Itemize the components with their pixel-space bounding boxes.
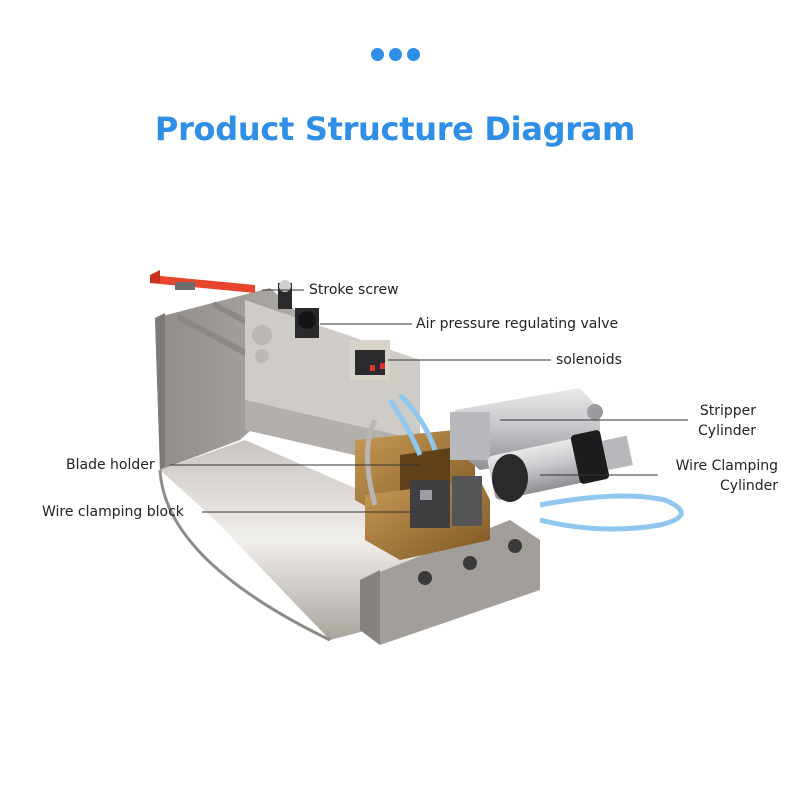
label-stripper-cylinder: Stripper Cylinder <box>660 402 756 440</box>
label-wire-clamping-cylinder: Wire Clamping Cylinder <box>640 457 778 495</box>
label-line: Cylinder <box>698 423 756 439</box>
label-line: Stripper <box>699 403 756 419</box>
label-line: Cylinder <box>720 478 778 494</box>
dot <box>407 48 420 61</box>
page-title: Product Structure Diagram <box>154 110 636 148</box>
label-stroke-screw: Stroke screw <box>309 282 399 298</box>
wire-clamping-cylinder-part <box>487 430 633 502</box>
label-air-pressure-valve: Air pressure regulating valve <box>416 316 619 332</box>
dot <box>371 48 384 61</box>
wire-clamping-block-part <box>365 476 490 560</box>
front-plate <box>360 520 540 645</box>
dot <box>389 48 402 61</box>
curved-rod <box>365 418 378 506</box>
leader-lines <box>170 289 688 513</box>
air-tubes <box>387 393 684 532</box>
pressure-valve-part <box>295 308 319 338</box>
solenoid-part <box>350 340 390 380</box>
label-solenoids: solenoids <box>556 352 622 368</box>
label-wire-clamping-block: Wire clamping block <box>42 504 184 520</box>
red-handle <box>150 270 255 293</box>
label-blade-holder: Blade holder <box>66 457 155 473</box>
label-line: Wire Clamping <box>675 458 778 474</box>
ellipsis-dots-icon <box>371 48 421 62</box>
